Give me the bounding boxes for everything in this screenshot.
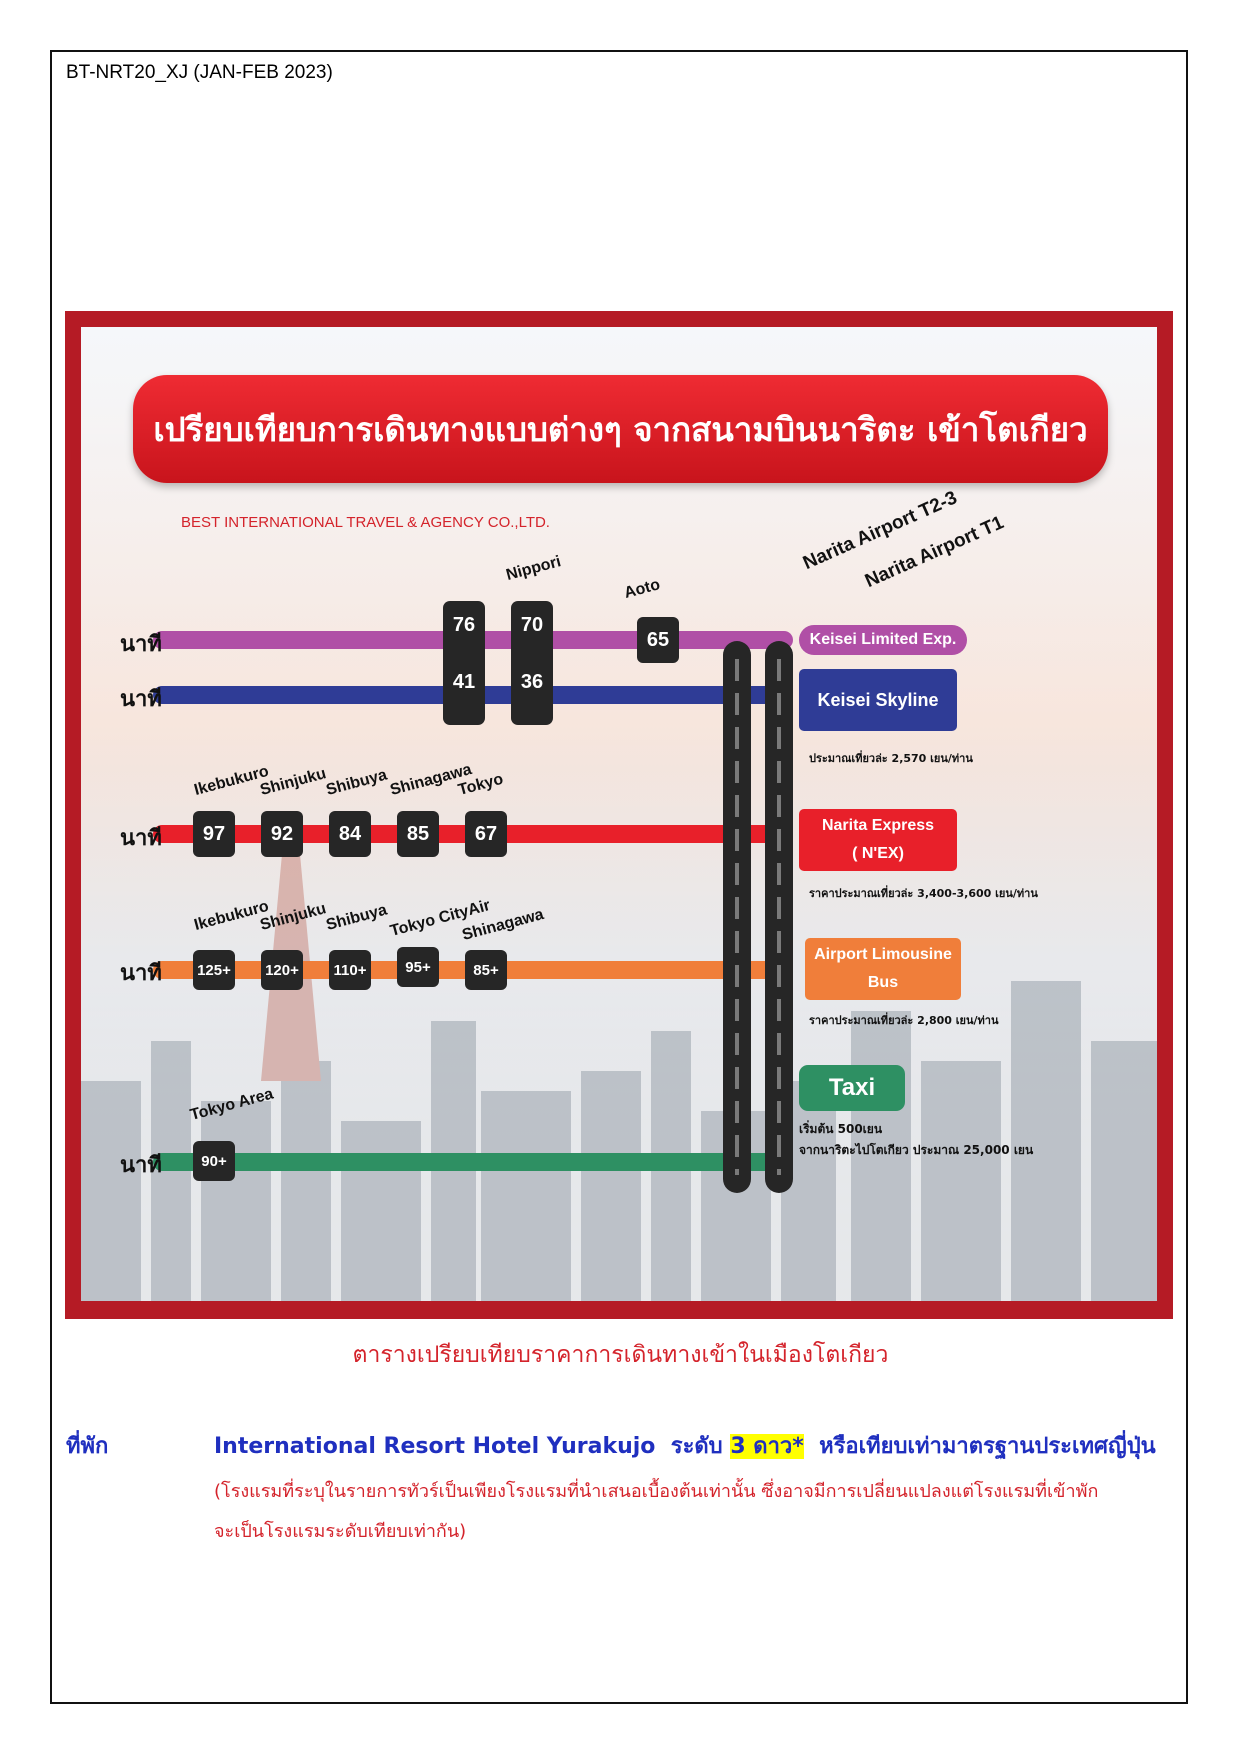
stop-box: 90+ [193,1141,235,1181]
station-label: Nippori [504,553,563,585]
route-comparison-map: เปรียบเทียบการเดินทางแบบต่างๆ จากสนามบิน… [65,311,1173,1319]
hotel-line: International Resort Hotel Yurakujo ระดั… [214,1428,1156,1463]
narita-express-label-line2: ( N'EX) [852,845,904,862]
page-frame [50,50,1188,1704]
limousine-bus-price-note: ราคาประมาณเที่ยวล่ะ 2,800 เยน/ท่าน [809,1014,999,1027]
taxi-line [153,1153,793,1171]
hotel-level-suffix: หรือเทียบเท่ามาตรฐานประเทศญี่ปุ่น [819,1434,1156,1459]
stop-box: 85 [397,811,439,857]
time-label: 36 [520,671,544,693]
limousine-bus-label-line1: Airport Limousine [814,946,952,963]
hotel-level-prefix: ระดับ [670,1434,723,1459]
limousine-bus-label: Airport Limousine Bus [805,938,961,1000]
map-background: เปรียบเทียบการเดินทางแบบต่างๆ จากสนามบิน… [81,327,1157,1301]
map-title: เปรียบเทียบการเดินทางแบบต่างๆ จากสนามบิน… [133,375,1108,483]
stop-box: 125+ [193,950,235,990]
document-code: BT-NRT20_XJ (JAN-FEB 2023) [66,62,333,83]
narita-express-label-line1: Narita Express [821,817,935,834]
stop-box: 85+ [465,950,507,990]
company-name: BEST INTERNATIONAL TRAVEL & AGENCY CO.,L… [181,514,550,531]
map-caption: ตารางเปรียบเทียบราคาการเดินทางเข้าในเมือ… [352,1342,889,1368]
stop-box: 67 [465,811,507,857]
keisei-limited-label: Keisei Limited Exp. [799,625,967,655]
unit-label: นาที [120,687,162,712]
unit-label: นาที [120,826,162,851]
taxi-note-start: เริ่มต้น 500เยน [799,1122,883,1136]
stop-box: 120+ [261,950,303,990]
keisei-skyline-price-note: ประมาณเที่ยวล่ะ 2,570 เยน/ท่าน [809,752,973,765]
keisei-skyline-label: Keisei Skyline [799,669,957,731]
hotel-label: ที่พัก [66,1434,109,1459]
unit-label: นาที [120,632,162,657]
hotel-name: International Resort Hotel Yurakujo [214,1434,656,1459]
time-label: 76 [452,614,476,636]
stop-box-nippori-prev: 76 41 [443,601,485,725]
station-label: Aoto [622,576,662,603]
city-skyline-graphic [81,811,1157,1301]
rail-t2-3 [723,641,751,1193]
stop-box: 95+ [397,947,439,987]
limousine-bus-label-line2: Bus [867,974,899,991]
unit-label: นาที [120,1153,162,1178]
stop-box: 97 [193,811,235,857]
hotel-level: 3 ดาว* [730,1434,804,1459]
hotel-note-line2: จะเป็นโรงแรมระดับเทียบเท่ากัน) [214,1521,467,1542]
taxi-note-price: จากนาริตะไปโตเกียว ประมาณ 25,000 เยน [799,1143,1034,1157]
time-label: 41 [452,671,476,693]
stop-box: 110+ [329,950,371,990]
time-label: 70 [520,614,544,636]
narita-express-price-note: ราคาประมาณเที่ยวล่ะ 3,400-3,600 เยน/ท่าน [809,887,1038,900]
stop-box: 92 [261,811,303,857]
taxi-label: Taxi [799,1065,905,1111]
unit-label: นาที [120,961,162,986]
narita-express-label: Narita Express ( N'EX) [799,809,957,871]
rail-t1 [765,641,793,1193]
stop-box-nippori: 70 36 [511,601,553,725]
hotel-note-line1: (โรงแรมที่ระบุในรายการทัวร์เป็นเพียงโรงแ… [214,1481,1099,1502]
stop-box: 84 [329,811,371,857]
stop-box-aoto: 65 [637,617,679,663]
